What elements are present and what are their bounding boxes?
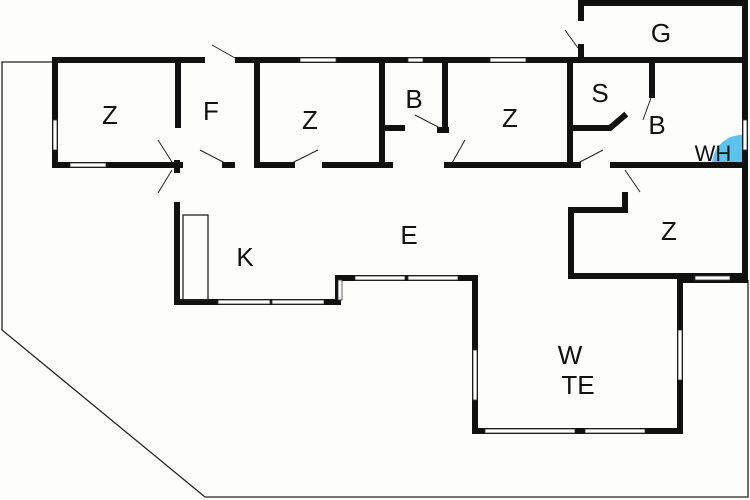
room-label-bathroom-1: B (405, 84, 422, 114)
room-label-bedroom-4: Z (661, 216, 677, 246)
room-label-bedroom-3: Z (502, 103, 518, 133)
room-label-kitchen: K (236, 242, 254, 272)
windows (52, 57, 748, 434)
room-label-terrace-te: TE (561, 370, 594, 400)
room-label-storage: S (591, 78, 608, 108)
doors (157, 29, 653, 194)
room-label-water-heater: WH (695, 141, 732, 166)
room-label-hall-f: F (203, 96, 219, 126)
water-heater-icon (712, 135, 742, 165)
room-label-bedroom-1: Z (102, 100, 118, 130)
room-label-terrace-w: W (558, 340, 583, 370)
room-label-living: E (400, 220, 417, 250)
terrace-outline (1, 61, 749, 498)
kitchen-counter (182, 214, 209, 301)
room-label-bathroom-2: B (648, 110, 665, 140)
room-label-garage: G (651, 18, 671, 48)
room-label-bedroom-2: Z (302, 105, 318, 135)
